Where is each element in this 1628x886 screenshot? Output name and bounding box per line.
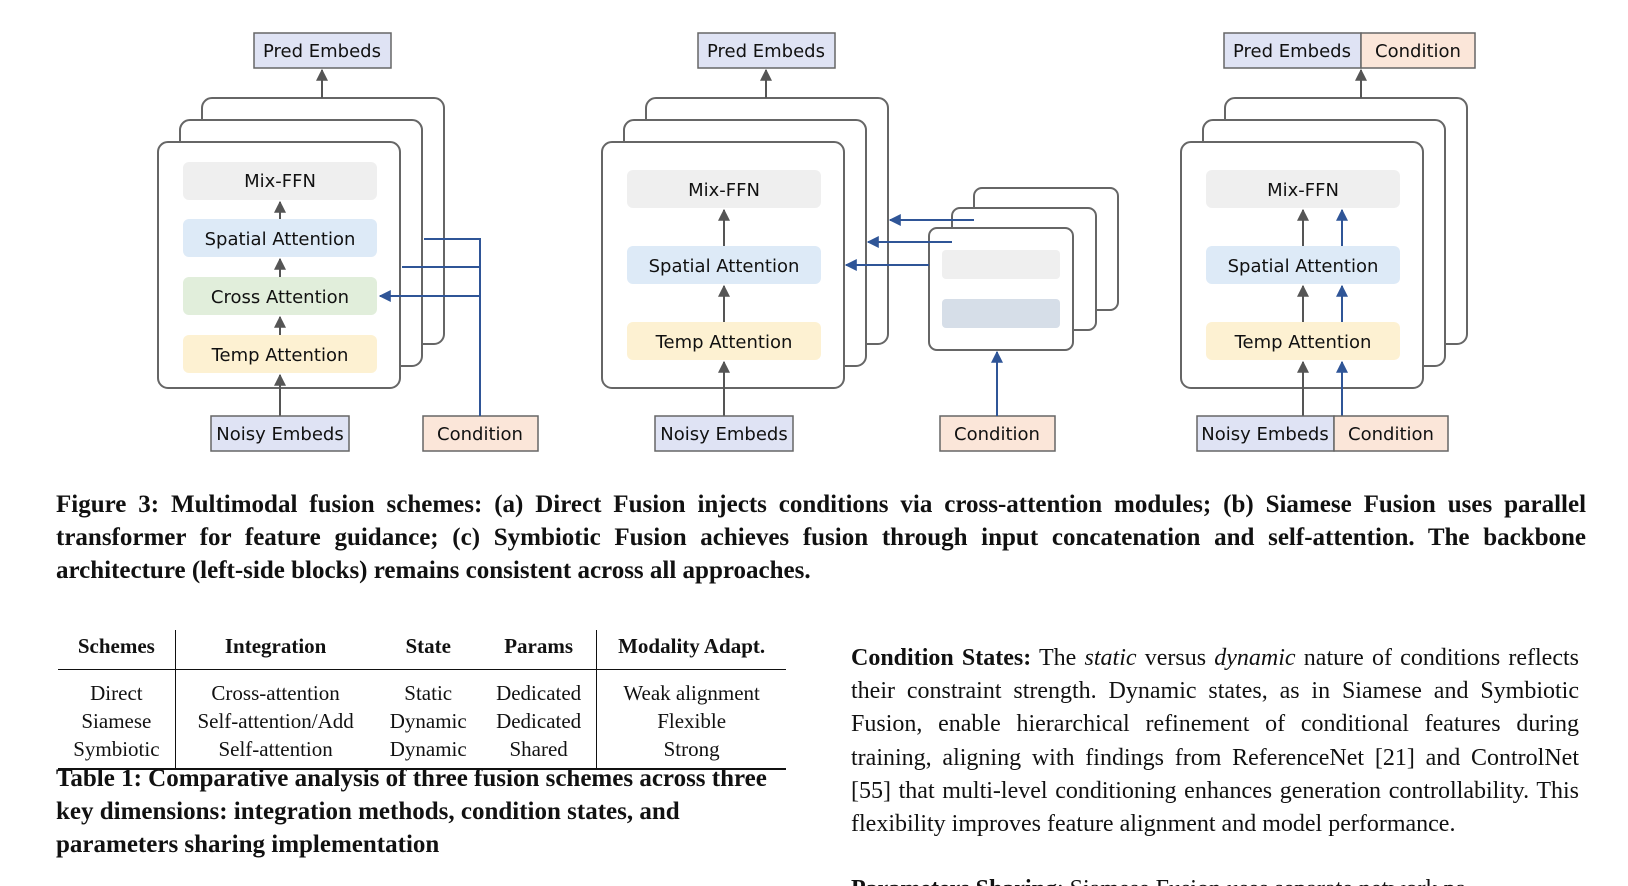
emphasis-static: static [1084,645,1137,671]
temp-attention-label: Temp Attention [655,332,793,353]
direct-fusion-diagram: Mix-FFN Spatial Attention Cross Attentio… [157,32,539,452]
table-cell: Self-attention [218,737,333,761]
condition-box [939,415,1056,452]
noisy-embeds-label: Noisy Embeds [660,424,787,445]
temp-attention-block [627,322,821,360]
table-header: Integration [175,630,376,670]
next-paragraph-partial: Parameters Sharing: Siamese Fusion uses … [851,873,1579,886]
noisy-embeds-box [210,415,350,452]
table-row: Direct Cross-attention Static Dedicated … [58,669,786,707]
spatial-attention-label: Spatial Attention [649,256,800,277]
table-header: Modality Adapt. [596,630,786,670]
condition-label: Condition [437,424,523,445]
table-cell: Dynamic [389,737,467,761]
condition-output-box [1360,32,1476,69]
temp-attention-label: Temp Attention [211,345,349,366]
body-text: The [1031,645,1085,671]
spatial-attention-block [183,219,377,257]
table-header: State [375,630,481,670]
condition-label: Condition [1348,424,1434,445]
parallel-transformer-block [928,227,1074,351]
body-text: versus [1136,645,1215,671]
noisy-embeds-box [654,415,794,452]
table-cell: Strong [663,737,720,761]
symbiotic-fusion-diagram: Mix-FFN Spatial Attention Temp Attention… [1180,32,1476,452]
figure-caption: Figure 3: Multimodal fusion schemes: (a)… [56,488,1586,587]
table-row: Symbiotic Self-attention Dynamic Shared … [58,735,786,769]
siamese-fusion-diagram: Mix-FFN Spatial Attention Temp Attention… [601,32,1119,452]
section-heading: Condition States: [851,645,1032,671]
figure-label: Figure 3: [56,491,160,518]
table-cell: Dynamic [389,709,467,733]
table-caption: Table 1: Comparative analysis of three f… [56,765,767,858]
temp-attention-block [1206,322,1400,360]
table-header-row: Schemes Integration State Params Modalit… [58,630,786,670]
noisy-embeds-box [1196,415,1335,452]
cross-attention-label: Cross Attention [211,287,349,308]
mix-ffn-label: Mix-FFN [688,180,760,201]
next-section-heading: Parameters Sharing [851,876,1057,886]
condition-label: Condition [954,424,1040,445]
pred-embeds-label: Pred Embeds [1233,41,1351,62]
table-cell: Weak alignment [623,681,760,705]
table-cell: Self-attention/Add [197,709,354,733]
table-cell: Static [404,681,453,705]
pred-embeds-box [253,32,392,69]
condition-box [422,415,539,452]
comparison-table: Schemes Integration State Params Modalit… [58,630,786,770]
table-header: Schemes [58,630,176,670]
mix-ffn-block [183,162,377,200]
cross-attention-block [183,277,377,315]
temp-attention-block [183,335,377,373]
temp-attention-label: Temp Attention [1234,332,1372,353]
table-cell: Symbiotic [58,735,176,769]
table-cell: Dedicated [480,707,598,735]
table-cell: Siamese [58,707,176,735]
table-cell: Dedicated [480,669,598,707]
noisy-embeds-label: Noisy Embeds [216,424,343,445]
spatial-attention-label: Spatial Attention [1228,256,1379,277]
condition-output-label: Condition [1375,41,1461,62]
pred-embeds-label: Pred Embeds [263,41,381,62]
mix-ffn-label: Mix-FFN [1267,180,1339,201]
emphasis-dynamic: dynamic [1214,645,1296,671]
pred-embeds-box [697,32,836,69]
spatial-attention-label: Spatial Attention [205,229,356,250]
noisy-embeds-label: Noisy Embeds [1201,424,1328,445]
mix-ffn-block [627,170,821,208]
table-cell: Cross-attention [211,681,340,705]
body-paragraph: Condition States: The static versus dyna… [851,642,1579,841]
figure-caption-text: Multimodal fusion schemes: (a) Direct Fu… [56,491,1587,584]
spatial-attention-block [1206,246,1400,284]
pred-embeds-label: Pred Embeds [707,41,825,62]
table-header: Params [480,630,598,670]
table-cell: Shared [480,735,598,769]
spatial-attention-block [627,246,821,284]
table-cell: Direct [58,669,176,707]
table-row: Siamese Self-attention/Add Dynamic Dedic… [58,707,786,735]
condition-box [1333,415,1449,452]
mix-ffn-block [1206,170,1400,208]
fusion-schemes-figure: Mix-FFN Spatial Attention Cross Attentio… [157,32,1476,452]
pred-embeds-box [1223,32,1362,69]
next-body-text: : Siamese Fusion uses separate network p… [1057,876,1474,886]
table-cell: Flexible [657,709,727,733]
body-text: nature of conditions reflects their cons… [851,645,1579,838]
mix-ffn-label: Mix-FFN [244,171,316,192]
